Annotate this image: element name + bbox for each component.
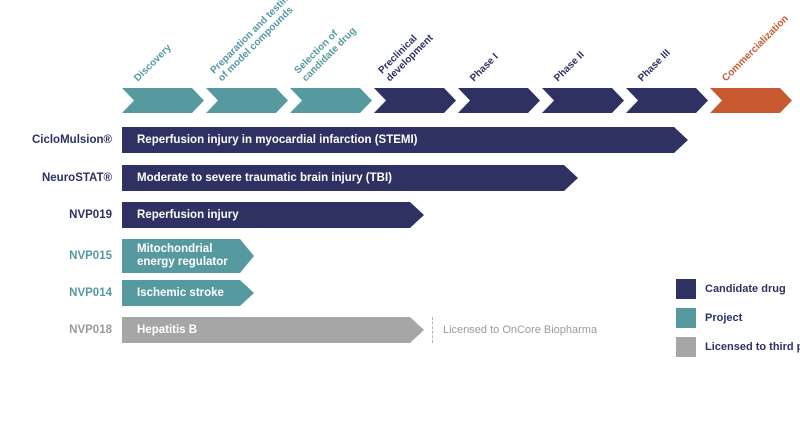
legend-label-project: Project [705, 312, 743, 324]
row-label-nvp019: NVP019 [69, 209, 112, 221]
pipeline-bar-neurostat: Moderate to severe traumatic brain injur… [122, 165, 578, 191]
legend-label-candidate-drug: Candidate drug [705, 283, 786, 295]
stage-chevron-preclinical [374, 88, 456, 113]
stage-label-selection: Selection of candidate drug [292, 25, 359, 84]
pipeline-bar-nvp019: Reperfusion injury [122, 202, 424, 228]
row-label-nvp015: NVP015 [69, 250, 112, 262]
stage-chevron-phase2 [542, 88, 624, 113]
row-label-nvp018: NVP018 [69, 324, 112, 336]
stage-chevron-phase3 [626, 88, 708, 113]
row-label-ciclomulsion: CicloMulsion® [31, 134, 112, 146]
legend-item-licensed: Licensed to third party [676, 337, 800, 357]
stage-label-discovery: Discovery [132, 42, 174, 84]
licensed-swatch-icon [676, 337, 696, 357]
candidate-drug-swatch-icon [676, 279, 696, 299]
stage-chevron-selection [290, 88, 372, 113]
stage-label-preparation: Preparation and testing of model compoun… [208, 0, 296, 84]
legend-label-licensed: Licensed to third party [705, 341, 800, 353]
stage-label-commercialization: Commercialization [720, 13, 791, 84]
stage-chevron-discovery [122, 88, 204, 113]
stage-chevron-preparation [206, 88, 288, 113]
pipeline-bar-nvp015: Mitochondrial energy regulator [122, 239, 254, 273]
pipeline-bar-nvp014: Ischemic stroke [122, 280, 254, 306]
stage-label-phase2: Phase II [552, 49, 587, 84]
stage-label-preclinical: Preclinical development [376, 32, 436, 84]
row-label-neurostat: NeuroSTAT® [41, 172, 112, 184]
stage-chevron-phase1 [458, 88, 540, 113]
stage-label-phase3: Phase III [636, 47, 673, 84]
legend: Candidate drug Project Licensed to third… [676, 279, 800, 366]
licensed-note: Licensed to OnCore Biopharma [432, 317, 597, 343]
legend-item-project: Project [676, 308, 800, 328]
project-swatch-icon [676, 308, 696, 328]
legend-item-candidate-drug: Candidate drug [676, 279, 800, 299]
stage-label-phase1: Phase I [468, 51, 501, 84]
stage-chevron-commercialization [710, 88, 792, 113]
pipeline-bar-nvp018: Hepatitis B [122, 317, 424, 343]
row-label-nvp014: NVP014 [69, 287, 112, 299]
pipeline-bar-ciclomulsion: Reperfusion injury in myocardial infarct… [122, 127, 688, 153]
